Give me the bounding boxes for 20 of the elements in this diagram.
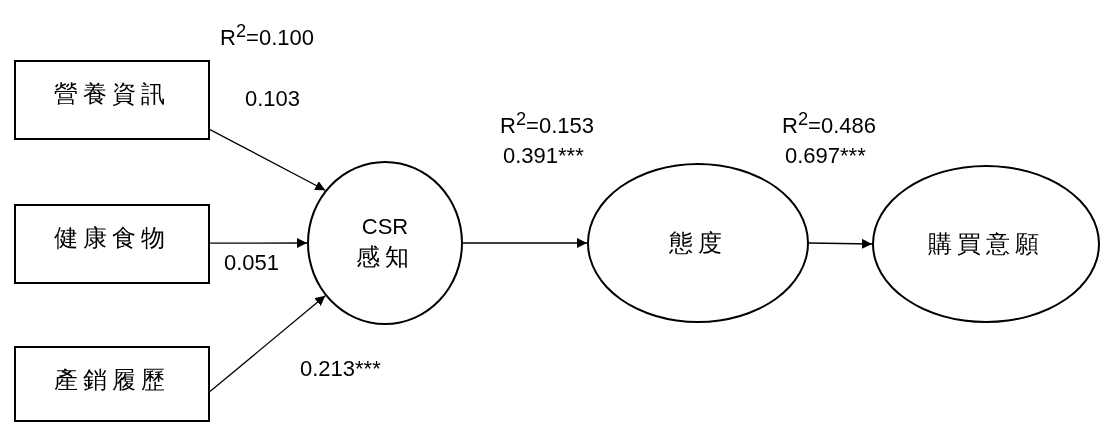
- arrow: [808, 238, 873, 249]
- process-box: [14, 204, 210, 284]
- arrow: [209, 295, 326, 393]
- node-label: CSR: [361, 212, 409, 241]
- arrow: [209, 238, 308, 248]
- construct-ellipse: [872, 165, 1100, 323]
- node-label: 產銷履歷: [54, 366, 170, 395]
- arrow: [462, 238, 588, 248]
- arrow: [209, 128, 326, 191]
- r-squared-label: R$^{2}$=0.100: [220, 20, 314, 52]
- node-label: 購買意願: [928, 230, 1044, 259]
- node-label: 營養資訊: [54, 80, 170, 109]
- node-label: 健康食物: [54, 224, 170, 253]
- construct-ellipse: [307, 161, 463, 325]
- r-squared-label: R$^{2}$=0.486: [782, 108, 876, 140]
- node-label: 態度: [669, 229, 727, 258]
- node-label: 感知: [356, 243, 414, 273]
- r-squared-label: R$^{2}$=0.153: [500, 108, 594, 140]
- process-box: [14, 60, 210, 140]
- process-box: [14, 346, 210, 422]
